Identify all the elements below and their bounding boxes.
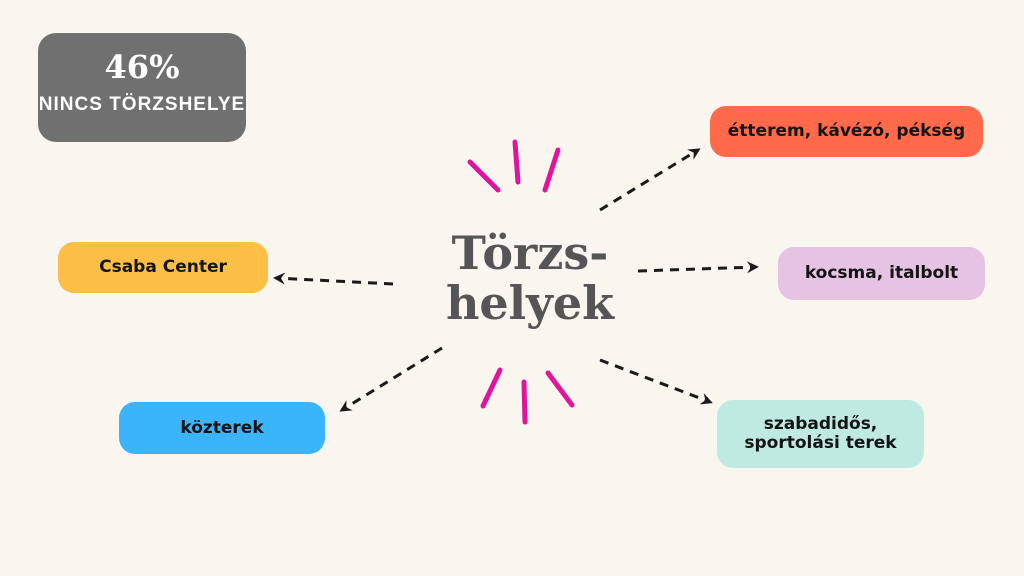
stat-label: NINCS TÖRZSHELYE [38,93,246,115]
arrow-to-leisure [599,358,713,405]
node-leisure-line2: sportolási terek [744,433,897,453]
burst-strokes [467,139,575,425]
node-restaurant: étterem, kávézó, pékség [710,106,983,157]
center-title: Törzs- helyek [430,228,630,328]
node-public: közterek [119,402,325,454]
center-title-line2: helyek [445,276,615,330]
node-pub: kocsma, italbolt [778,247,985,300]
node-pub-label: kocsma, italbolt [804,263,959,283]
arrow-to-pub [637,261,759,274]
node-restaurant-label: étterem, kávézó, pékség [727,121,966,141]
node-public-label: közterek [180,417,264,438]
node-mall: Csaba Center [58,242,268,293]
stat-card: 46% NINCS TÖRZSHELYE [38,33,246,142]
node-mall-label: Csaba Center [99,257,227,277]
node-leisure: szabadidős, sportolási terek [717,400,924,468]
arrow-to-mall [273,272,394,286]
stat-value: 46% [104,47,180,86]
node-leisure-line1: szabadidős, [763,414,878,434]
center-title-line1: Törzs- [451,226,609,280]
arrow-to-restaurant [599,148,701,212]
arrow-to-public [339,346,443,412]
